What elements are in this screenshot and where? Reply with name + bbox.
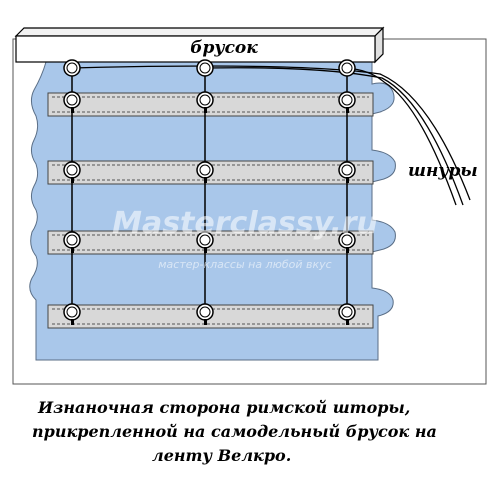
watermark-main: Masterclassy.ru: [112, 206, 378, 241]
bar-rings: [63, 59, 356, 77]
caption-line-3: ленту Велкро.: [152, 446, 292, 465]
bar-label: брусок: [190, 38, 258, 58]
caption-line-1: Изнаночная сторона римской шторы,: [38, 398, 411, 417]
wooden-bar: [14, 26, 385, 64]
exit-cords: [71, 65, 471, 206]
stitch-marks: [71, 107, 349, 325]
watermark-sub: мастер-классы на любой вкус: [158, 258, 331, 271]
cords-label: шнуры: [408, 161, 478, 181]
shade-fabric: [29, 61, 396, 361]
caption-line-2: прикрепленной на самодельный брусок на: [32, 422, 437, 441]
